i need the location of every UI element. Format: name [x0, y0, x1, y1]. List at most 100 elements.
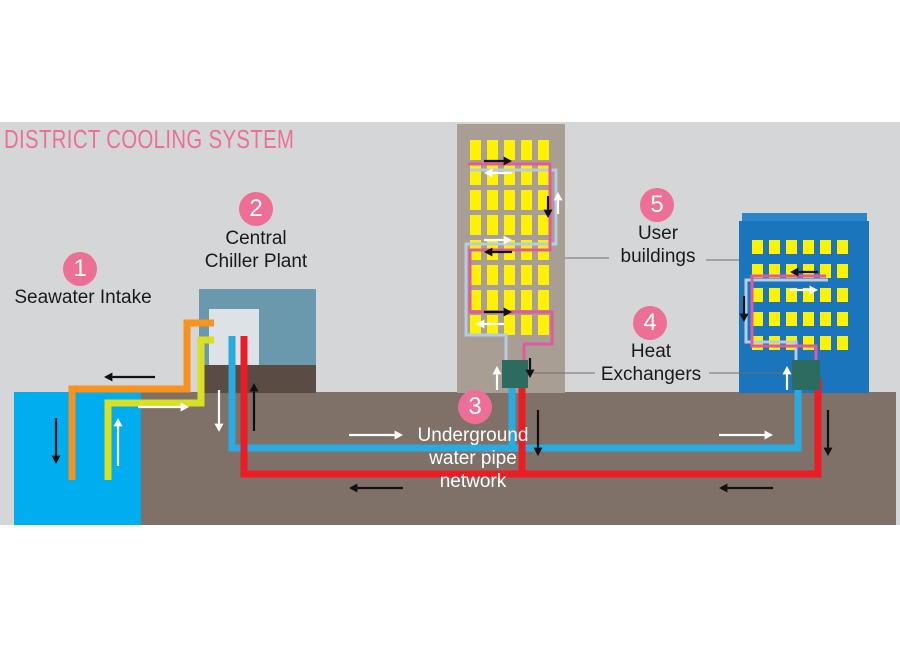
- flow-arrow-icon: [484, 168, 512, 178]
- window: [538, 215, 549, 235]
- window: [769, 264, 780, 278]
- window: [521, 290, 532, 310]
- window: [752, 240, 763, 254]
- window: [521, 265, 532, 285]
- windows-right: [752, 240, 848, 350]
- step-2-badge: 2: [239, 192, 273, 226]
- window: [769, 312, 780, 326]
- window: [538, 265, 549, 285]
- flow-arrow-icon: [51, 418, 61, 464]
- step-4-badge: 4: [633, 306, 667, 340]
- window: [521, 165, 532, 185]
- heat-exchanger-left: [502, 360, 528, 388]
- flow-arrow-icon: [525, 358, 535, 378]
- window: [521, 140, 532, 160]
- leader-lines: [528, 257, 792, 374]
- window: [837, 336, 848, 350]
- step-1-badge: 1: [63, 252, 97, 286]
- window: [837, 240, 848, 254]
- seawater-intake-pipe: [104, 336, 214, 480]
- flow-arrow-icon: [249, 383, 259, 431]
- flow-arrow-icon: [214, 390, 224, 432]
- window: [487, 190, 498, 210]
- window: [769, 240, 780, 254]
- window: [470, 290, 481, 310]
- sea: [14, 392, 141, 525]
- window: [803, 288, 814, 302]
- window: [837, 264, 848, 278]
- flow-arrow-icon: [553, 192, 563, 214]
- flow-arrow-icon: [113, 418, 123, 466]
- flow-arrow-icon: [533, 410, 543, 456]
- flow-arrow-icon: [476, 319, 504, 329]
- flow-arrow-icon: [719, 483, 773, 493]
- building-right-chilled-loop: [744, 278, 828, 362]
- flow-arrow-icon: [790, 285, 818, 295]
- window: [820, 240, 831, 254]
- step-5-badge: 5: [640, 188, 674, 222]
- window: [504, 140, 515, 160]
- flow-arrow-icon: [543, 196, 553, 218]
- window: [820, 264, 831, 278]
- window: [538, 315, 549, 335]
- flow-arrow-icon: [782, 366, 792, 390]
- window: [769, 288, 780, 302]
- flow-arrow-icon: [790, 267, 818, 277]
- window: [504, 165, 515, 185]
- return-pipe: [240, 336, 822, 478]
- window: [803, 240, 814, 254]
- window: [786, 288, 797, 302]
- window: [504, 315, 515, 335]
- window: [487, 215, 498, 235]
- flow-arrows: [51, 156, 833, 493]
- window: [470, 190, 481, 210]
- window: [538, 190, 549, 210]
- window: [538, 140, 549, 160]
- window: [820, 336, 831, 350]
- window: [504, 265, 515, 285]
- chilled-supply-pipe: [228, 336, 802, 452]
- window: [837, 288, 848, 302]
- window: [470, 265, 481, 285]
- window: [470, 215, 481, 235]
- flow-arrow-icon: [349, 483, 403, 493]
- window: [470, 140, 481, 160]
- window: [752, 264, 763, 278]
- flow-arrow-icon: [739, 296, 749, 322]
- window: [820, 312, 831, 326]
- window: [837, 312, 848, 326]
- window: [504, 190, 515, 210]
- flow-arrow-icon: [492, 366, 502, 390]
- window: [803, 336, 814, 350]
- building-right-warm-loop: [750, 274, 826, 362]
- building-left-chilled-loop: [464, 168, 558, 362]
- window: [786, 264, 797, 278]
- window: [504, 290, 515, 310]
- step-3-badge: 3: [458, 390, 492, 424]
- window: [504, 215, 515, 235]
- window: [521, 315, 532, 335]
- window: [820, 288, 831, 302]
- flow-arrow-icon: [484, 156, 512, 166]
- ground: [14, 392, 896, 525]
- diagram-title: DISTRICT COOLING SYSTEM: [4, 124, 295, 154]
- flow-arrow-icon: [823, 410, 833, 456]
- window: [786, 240, 797, 254]
- window: [487, 165, 498, 185]
- window: [470, 315, 481, 335]
- window: [470, 165, 481, 185]
- window: [487, 140, 498, 160]
- window: [538, 290, 549, 310]
- chiller-plant: [199, 289, 316, 393]
- heat-exchanger-right: [792, 360, 820, 390]
- window: [752, 288, 763, 302]
- window: [538, 165, 549, 185]
- flow-arrow-icon: [484, 247, 512, 257]
- window: [803, 312, 814, 326]
- flow-arrow-icon: [484, 235, 512, 245]
